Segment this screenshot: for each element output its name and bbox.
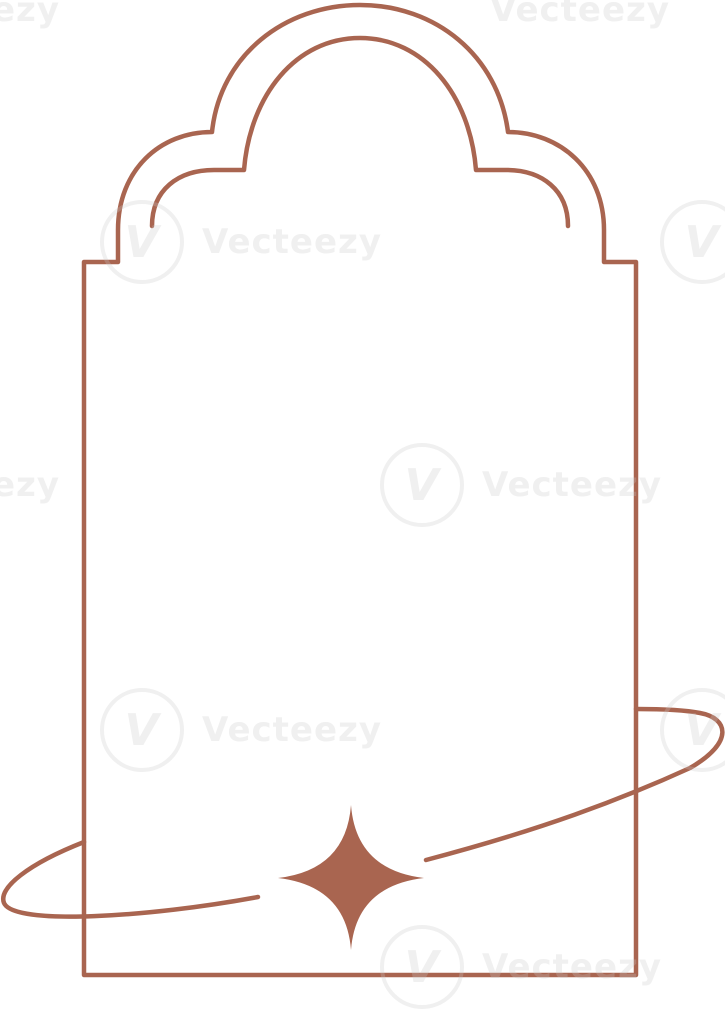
orbit-ring-right xyxy=(423,706,725,863)
arch-frame-illustration xyxy=(1,2,725,978)
outer-arch-frame xyxy=(81,2,639,978)
inner-arch-line xyxy=(149,35,571,229)
sparkle-star xyxy=(278,805,424,950)
orbit-ring-left xyxy=(1,839,261,919)
